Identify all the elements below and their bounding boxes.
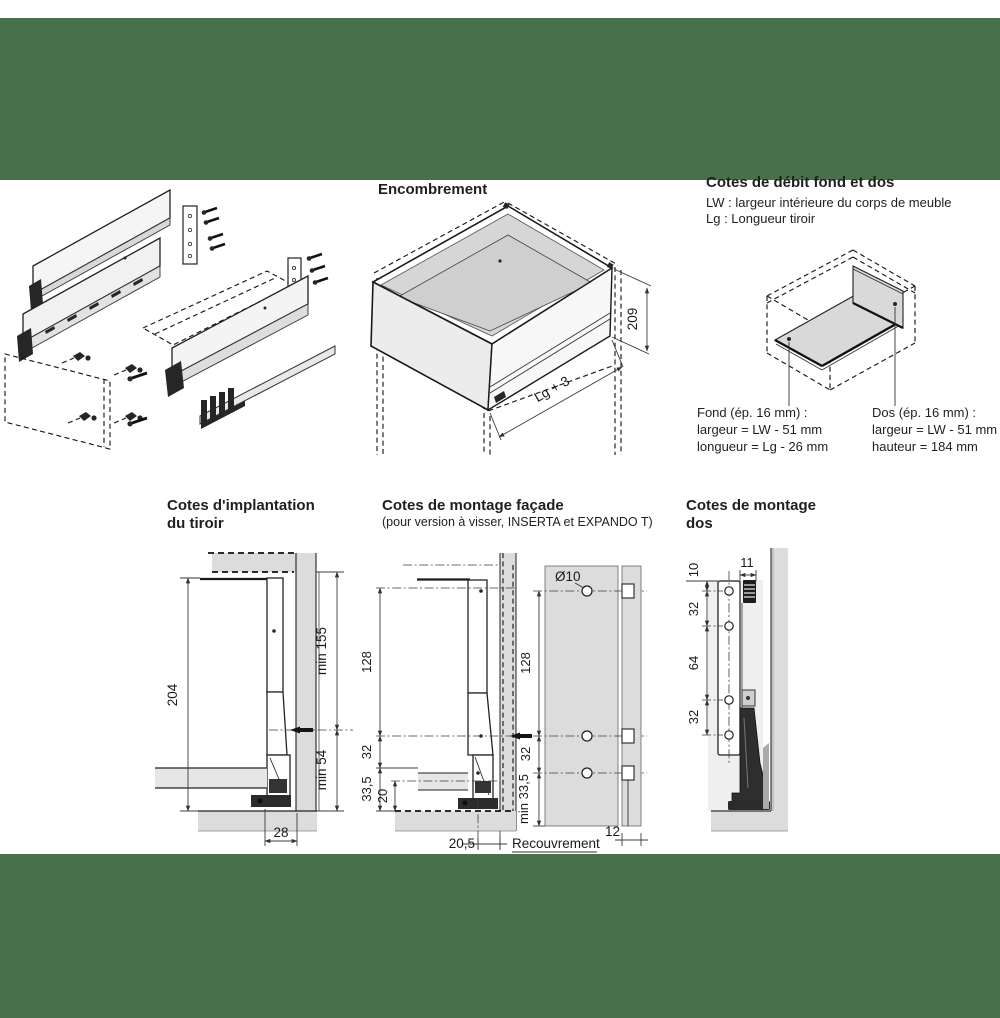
implantation-title-line1: Cotes d'implantation — [167, 497, 315, 514]
encombrement-drawing: 209 Lg + 3 — [370, 200, 652, 455]
dim-209-label: 209 — [625, 308, 640, 331]
dos-note-l2: hauteur = 184 mm — [872, 439, 978, 454]
dos-title-line2: dos — [686, 515, 713, 532]
facade-bar — [295, 553, 320, 811]
facade-front-view: Ø10 — [533, 565, 647, 827]
facade-clips — [61, 352, 143, 424]
dim-20-label: 20 — [375, 789, 390, 803]
rear-rail-hardware — [728, 580, 770, 810]
dos-title-line1: Cotes de montage — [686, 497, 817, 514]
dim-64-label: 64 — [686, 656, 701, 670]
implantation-header: Cotes d'implantation du tiroir — [167, 497, 315, 533]
facade-montage-drawing: 128 32 33,5 20 20,5 Recouvrement — [359, 553, 648, 853]
facade-header: Cotes de montage façade (pour version à … — [382, 497, 653, 529]
dim-32b-label: 32 — [686, 710, 701, 724]
back-panel — [702, 571, 741, 765]
debit-title: Cotes de débit fond et dos — [706, 174, 895, 191]
dim-min54: min 54 — [314, 729, 344, 812]
dim-204: 204 — [165, 577, 198, 812]
drawer-profile-facade — [417, 578, 498, 809]
dim-12-label: 12 — [605, 824, 620, 839]
implantation-drawing: 204 min 155 min 54 28 — [155, 552, 353, 846]
dim-204-label: 204 — [165, 683, 180, 706]
back-connector-left — [182, 205, 198, 265]
exploded-assembly-drawing — [4, 188, 336, 450]
cabinet-top-panel — [208, 552, 296, 573]
hole-diameter-label: Ø10 — [555, 569, 581, 584]
dim-left-stack: 128 32 33,5 20 — [359, 587, 398, 812]
facade-subtitle: (pour version à visser, INSERTA et EXPAN… — [382, 515, 653, 529]
fond-dashed-outline — [141, 270, 295, 346]
dim-min155-label: min 155 — [314, 627, 329, 675]
dim-32l-label: 32 — [359, 745, 374, 759]
dim-128l-label: 128 — [359, 651, 374, 673]
drawer-box — [370, 202, 614, 412]
encombrement-title: Encombrement — [378, 181, 488, 198]
cabinet-bottom-panel — [198, 810, 317, 832]
fond-note: Fond (ép. 16 mm) : largeur = LW - 51 mm … — [697, 404, 828, 455]
dim-28-label: 28 — [273, 825, 288, 840]
dim-10-label: 10 — [686, 563, 701, 577]
screws-middle — [127, 371, 148, 427]
facade-dashed-outline — [4, 353, 111, 450]
dim-205: 20,5 — [449, 798, 507, 851]
page-bottom-band — [0, 854, 1000, 1018]
dos-montage-drawing: 10 32 64 32 11 — [686, 548, 788, 832]
dim-209: 209 — [611, 268, 652, 355]
cabinet-bottom-panel-facade — [395, 810, 516, 832]
debit-legend-lw: LW : largeur intérieure du corps de meub… — [706, 195, 952, 210]
dos-header: Cotes de montage dos — [686, 497, 816, 533]
catalog-page: Encombrement Cotes de débit fond et dos … — [0, 18, 1000, 1018]
fond-note-title: Fond (ép. 16 mm) : — [697, 405, 808, 420]
dim-32r-label: 32 — [518, 747, 533, 761]
dim-min155: min 155 — [314, 571, 344, 731]
dim-min54-label: min 54 — [314, 749, 329, 790]
recouvrement-label: Recouvrement — [512, 836, 600, 851]
drawer-bottom-shelf-facade — [418, 772, 468, 791]
debit-legend-lg: Lg : Longueur tiroir — [706, 210, 816, 226]
drawer-side-right — [165, 274, 309, 397]
dos-note-title: Dos (ép. 16 mm) : — [872, 405, 977, 420]
fond-note-l1: largeur = LW - 51 mm — [697, 422, 823, 437]
dim-dos-stack: 10 32 64 32 — [686, 563, 718, 736]
drawer-side-front-left — [17, 236, 161, 362]
drawer-side-rear-left — [29, 188, 171, 311]
cabinet-wall-dos — [770, 548, 788, 831]
dos-panel — [852, 265, 904, 406]
screw-arrow — [510, 732, 532, 740]
facade-wall — [499, 553, 517, 831]
fond-note-l2: longueur = Lg - 26 mm — [697, 439, 829, 454]
dim-12: 12 — [605, 824, 648, 846]
debit-header: Cotes de débit fond et dos LW : largeur … — [706, 174, 951, 226]
dim-335l-label: 33,5 — [359, 776, 374, 801]
drawer-profile — [180, 577, 291, 807]
recouvrement-label-group: Recouvrement — [512, 836, 600, 853]
dos-note: Dos (ép. 16 mm) : largeur = LW - 51 mm h… — [872, 404, 997, 455]
dim-11: 11 — [739, 555, 757, 581]
telescopic-rail-right — [199, 345, 336, 429]
dim-28: 28 — [264, 809, 298, 846]
dim-128r-label: 128 — [518, 652, 533, 674]
dim-205-label: 20,5 — [449, 836, 475, 851]
facade-edge-view — [621, 565, 642, 827]
implantation-title-line2: du tiroir — [167, 515, 224, 532]
screws-top — [201, 206, 226, 251]
dim-32a-label: 32 — [686, 602, 701, 616]
dim-11-label: 11 — [740, 555, 754, 570]
dim-right-stack: 128 32 min 33,5 — [516, 590, 545, 827]
debit-drawing — [766, 249, 916, 406]
cabinet-bottom-dos — [711, 810, 788, 832]
dim-min335-label: min 33,5 — [516, 774, 531, 824]
facade-title: Cotes de montage façade — [382, 497, 564, 514]
drawer-bottom-shelf — [155, 767, 267, 789]
dos-note-l1: largeur = LW - 51 mm — [872, 422, 998, 437]
page-top-band — [0, 18, 1000, 180]
